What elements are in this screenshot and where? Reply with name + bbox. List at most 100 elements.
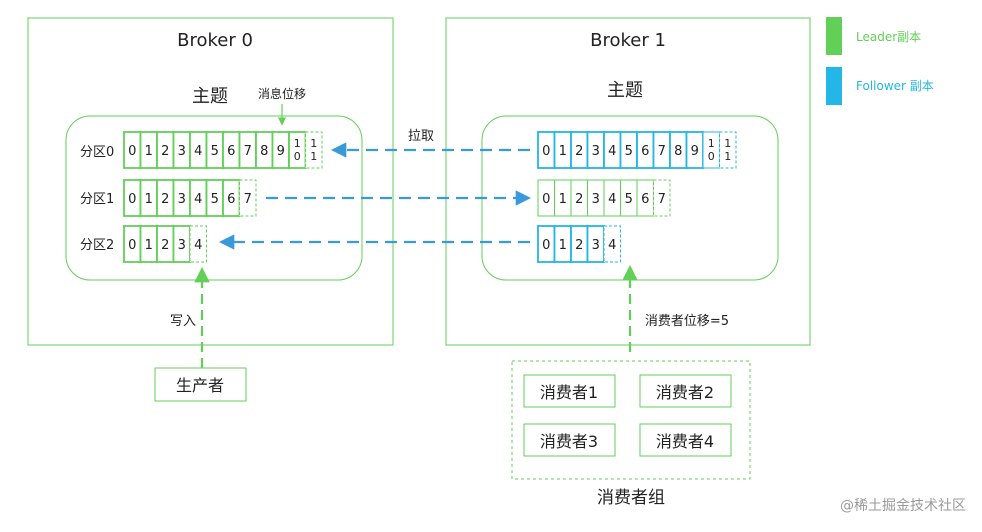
- broker-1-frame: [445, 17, 811, 346]
- leader-partition-1-cell-text: 0: [128, 192, 136, 207]
- leader-partition-0-cell-3: 3: [172, 131, 191, 169]
- leader-partition-2-cell-text: 3: [178, 238, 186, 253]
- leader-partition-0-cell-10: 10: [288, 131, 307, 169]
- follower-partition-1-cell-box: [653, 179, 671, 217]
- follower-partition-0-cell-text: 3: [592, 144, 600, 159]
- leader-partition-0-cell-text: 2: [161, 144, 169, 159]
- leader-partition-0-cell-1: 1: [139, 131, 158, 169]
- consumer-offset-label: 消费者位移=5: [645, 314, 729, 329]
- broker-0-title: Broker 0: [177, 30, 253, 51]
- leader-partition-1-cell-text: 6: [227, 192, 235, 207]
- leader-partition-0-cell-box: [305, 131, 323, 169]
- partition-2-label: 分区2: [80, 238, 114, 253]
- follower-partition-1-cell-text: 5: [625, 192, 633, 207]
- follower-partition-0-cell-6: 6: [636, 131, 655, 169]
- follower-partition-0-cell-text: 6: [641, 144, 649, 159]
- leader-partition-0-cell-11: 11: [305, 131, 323, 169]
- leader-partition-0-cell-4: 4: [189, 131, 208, 169]
- follower-partition-2-cell-text: 3: [592, 238, 600, 253]
- follower-partition-0-cell-digit: 0: [708, 150, 715, 163]
- follower-partition-1-cell-3: 3: [587, 179, 605, 217]
- leader-partition-0-cell-0: 0: [123, 131, 142, 169]
- follower-partition-0-cell-text: 1: [559, 144, 567, 159]
- message-offset-label: 消息位移: [258, 86, 306, 101]
- leader-partition-1-cell-7: 7: [239, 179, 257, 217]
- follower-partition-2-cell-1: 1: [553, 225, 572, 263]
- follower-partition-0-cell-digit: 1: [724, 150, 731, 163]
- leader-partition-2-cell-text: 2: [161, 238, 169, 253]
- follower-partition-0-cell-5: 5: [619, 131, 638, 169]
- leader-partition-0-cell-5: 5: [205, 131, 224, 169]
- leader-partition-1-cell-4: 4: [189, 179, 208, 217]
- legend-follower-label: Follower 副本: [856, 79, 934, 93]
- follower-partition-1-cell-text: 2: [575, 192, 583, 207]
- leader-partition-0-cell-digit: 1: [294, 137, 301, 150]
- leader-partition-0-cell-9: 9: [271, 131, 290, 169]
- leader-partition-2-cell-1: 1: [139, 225, 158, 263]
- follower-partition-1-cell-text: 0: [542, 192, 550, 207]
- follower-partition-1-cell-1: 1: [554, 179, 572, 217]
- consumer-group-label: 消费者组: [597, 488, 665, 508]
- leader-partition-0-cell-text: 7: [244, 144, 252, 159]
- follower-partition-1-cell-text: 4: [608, 192, 616, 207]
- consumer-3-box: [523, 423, 616, 457]
- follower-partition-2-cell-2: 2: [570, 225, 589, 263]
- leader-partition-2-cell-text: 4: [194, 238, 202, 253]
- consumer-1-box: [523, 374, 616, 408]
- legend-leader-swatch: [826, 17, 842, 55]
- follower-partition-0-cell-digit: 1: [724, 137, 731, 150]
- leader-partition-1-cell-5: 5: [205, 179, 224, 217]
- follower-partition-0-cell-text: 9: [691, 144, 699, 159]
- follower-partition-1-cell-text: 3: [592, 192, 600, 207]
- leader-partition-0-cell-6: 6: [222, 131, 241, 169]
- broker-0-frame: [27, 17, 394, 346]
- consumer-4-box: [639, 423, 732, 457]
- leader-partition-2-cell-text: 1: [145, 238, 153, 253]
- follower-partition-0-cell-9: 9: [685, 131, 704, 169]
- leader-partition-0-cell-text: 8: [260, 144, 268, 159]
- follower-partition-0-cell-10: 10: [702, 131, 720, 169]
- leader-partition-0-cell-8: 8: [255, 131, 274, 169]
- leader-partition-2-cell-text: 0: [128, 238, 136, 253]
- consumer-3-label: 消费者3: [540, 432, 598, 451]
- write-label: 写入: [170, 314, 196, 329]
- pull-label: 拉取: [408, 129, 434, 144]
- leader-partition-1-cell-2: 2: [156, 179, 175, 217]
- leader-partition-1-cell-1: 1: [139, 179, 158, 217]
- follower-partition-2-cell-text: 4: [608, 238, 616, 253]
- leader-partition-1-cell-text: 3: [178, 192, 186, 207]
- follower-partition-2-cell-4: 4: [603, 225, 621, 263]
- leader-partition-1-cell-text: 5: [211, 192, 219, 207]
- follower-partition-1-cell-6: 6: [636, 179, 654, 217]
- leader-partition-0-cell-digit: 1: [310, 150, 317, 163]
- legend-leader-label: Leader副本: [856, 30, 921, 44]
- follower-partition-0-cell-text: 5: [625, 144, 633, 159]
- watermark: @稀土掘金技术社区: [840, 498, 966, 514]
- consumer-group-box: [511, 360, 751, 480]
- follower-partition-0-cell-text: 4: [608, 144, 616, 159]
- leader-partition-1-cell-3: 3: [172, 179, 191, 217]
- follower-partition-2-cell-text: 2: [575, 238, 583, 253]
- leader-partition-1-cell-6: 6: [222, 179, 241, 217]
- leader-partition-0-cell-7: 7: [238, 131, 257, 169]
- follower-partition-0-cell-8: 8: [669, 131, 688, 169]
- follower-partition-0-cell-text: 2: [575, 144, 583, 159]
- leader-partition-0-cell-text: 1: [145, 144, 153, 159]
- follower-partition-1-cell-2: 2: [570, 179, 588, 217]
- leader-partition-1-cell-text: 7: [244, 192, 252, 207]
- consumer-1-label: 消费者1: [540, 383, 598, 402]
- follower-partition-1-cell-7: 7: [653, 179, 671, 217]
- partition-0-label: 分区0: [80, 145, 114, 160]
- leader-partition-0-cell-text: 6: [227, 144, 235, 159]
- producer-label: 生产者: [176, 376, 224, 395]
- leader-partition-0-cell-text: 4: [194, 144, 202, 159]
- consumer-4-label: 消费者4: [656, 432, 714, 451]
- follower-partition-2-cell-3: 3: [586, 225, 605, 263]
- leader-partition-2-cell-2: 2: [156, 225, 175, 263]
- follower-partition-0-cell-2: 2: [570, 131, 589, 169]
- follower-partition-0-cell-0: 0: [537, 131, 556, 169]
- follower-partition-0-cell-box: [719, 131, 737, 169]
- follower-partition-0-cell-text: 8: [674, 144, 682, 159]
